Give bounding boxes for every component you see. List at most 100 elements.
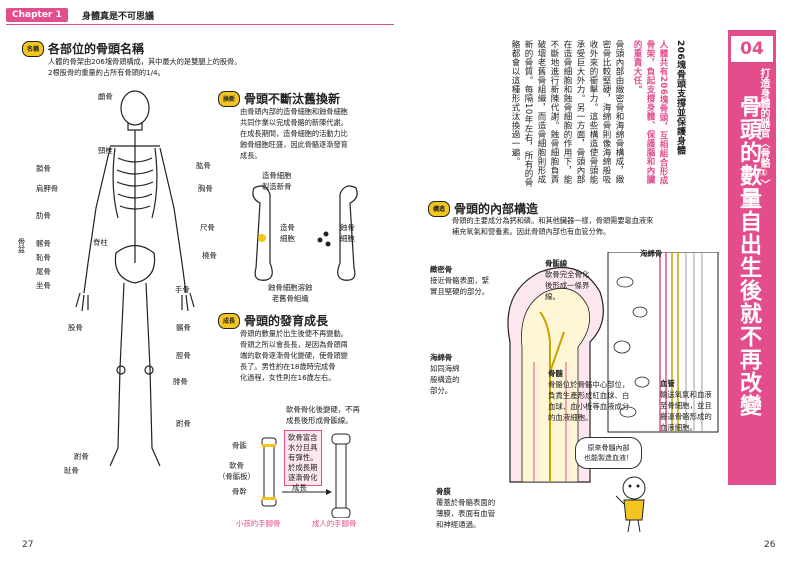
cartilage-line: 軟骨 [229,461,244,470]
bone-names-line: 2根股骨的重量約占所有骨頭的1/4。 [48,68,165,77]
renewal-line: 由骨頭內部的造骨細胞和蝕骨細胞 [240,107,348,116]
remodel-top-note: 造骨細胞 製造新骨 [262,170,292,192]
growth-note-line: 成長後形成骨骺線。 [286,416,353,425]
article-number: 04 [729,34,775,64]
mascot-character-icon [615,476,646,533]
bone-names-title: 各部位的骨頭名稱 [48,42,145,56]
growth-badge: 成長 [218,312,240,329]
osteoclast-line: 蝕骨 [340,223,355,232]
label-spine: 脊柱 [93,238,108,247]
title-sidebar [728,30,776,485]
structure-body: 骨頭的主要成分為鈣和磷。和其他臟器一樣，骨頭需要靠血液來 補充氧氣和營養素。因此… [452,215,722,237]
spongy-bone-label: 海綿骨 如同海綿 般構造的 部分。 [430,352,460,396]
callout-line: 軟骨富含 [288,433,318,442]
label-foot: 趾骨 [64,466,79,475]
callout-line: 於成長期 [288,463,318,472]
bone-names-line: 人體的骨架由206塊骨頭構成，其中最大的是雙腿上的股骨。 [48,57,242,66]
osteoblast-line: 細胞 [280,234,295,243]
label-fibula: 腓骨 [173,377,188,386]
remodel-bottom-line: 老舊骨組織 [271,294,309,303]
label-ulna: 尺骨 [200,223,215,232]
compact-bone-desc: 實且堅硬的部分。 [430,287,490,296]
label-humerus: 肱骨 [196,161,211,170]
label-tibia: 脛骨 [176,351,191,360]
compact-bone-desc: 接近骨骼表面，緊 [430,276,490,285]
periosteum-label: 骨膜 覆蓋於骨骼表面的 薄膜，表面有血管 和神經通過。 [436,486,495,530]
spongy-bone-name: 海綿骨 [430,353,453,362]
label-ilium: 髂骨 [36,239,51,248]
growth-line: 化過程，女性則在16歲左右。 [240,373,336,382]
label-cartilage: 軟骨 （骨骺板） [218,460,255,482]
renewal-badge: 換新 [218,90,240,107]
vessel-desc: 血液細胞。 [660,423,697,432]
cancellous-header: 海綿骨 [640,249,663,258]
label-clavicle: 鎖骨 [36,164,51,173]
article-title: 骨頭的數量自出生後就不再改變 [736,95,761,417]
label-skull: 顱骨 [98,92,113,101]
periosteum-name: 骨膜 [436,487,451,496]
renewal-line: 蝕骨細胞旺盛，因此骨骼逐漸發育 [240,140,348,149]
chapter-title: 身體真是不可思議 [82,12,155,22]
cartilage-line: （骨骺板） [218,472,255,481]
compact-bone-label: 緻密骨 接近骨骼表面，緊 實且堅硬的部分。 [430,264,489,297]
label-pubis: 恥骨 [36,253,51,262]
speech-line: 也能製造血液！ [584,454,633,462]
intro-body: 骨頭內部由緻密骨和海綿骨構成，緻密骨比較堅硬，海綿骨則像海綿般吸收外來的衝擊力。… [510,40,624,187]
section-bone-names-heading: 名稱 各部位的骨頭名稱 [22,40,144,57]
marrow-desc: 的血液細胞。 [548,413,593,422]
label-scapula: 肩胛骨 [36,184,59,193]
growth-bone-diagram [261,433,351,518]
column-heading: 206塊骨頭支撐並保護身體 [675,40,685,156]
speech-bubble: 原來骨髓內部 也能製造血液！ [575,437,642,469]
intro-highlight: 人體共有206塊骨頭，互相組合形成骨架，負起支撐身體、保護腦和內臟的重責大任。 [632,40,668,186]
callout-line: 逐漸骨化 [288,473,318,482]
caption-adult-bone: 成人的手腳骨 [312,519,357,528]
label-radius: 橈骨 [202,251,217,260]
growth-line: 端的軟骨逐漸骨化變硬，使骨頭變 [240,351,348,360]
section-growth-heading: 成長 骨頭的發育成長 [218,312,328,329]
bone-remodel-diagram [252,185,358,281]
epiphyseal-line-name: 骨骺線 [545,259,568,268]
article-subtitle: 打造身體的器官〈骨骼①〉 [758,68,769,189]
marrow-desc: 負責生產形成紅血球、白 [548,391,630,400]
spongy-bone-desc: 般構造的 [430,375,460,384]
bone-structure-diagram [507,252,719,483]
growth-body: 骨頭的數量於出生後便不再變動。 骨頭之所以會長長，是因為骨頭兩 端的軟骨逐漸骨化… [240,328,390,383]
compact-bone-name: 緻密骨 [430,265,453,274]
spongy-bone-desc: 部分。 [430,386,453,395]
label-shaft: 骨幹 [232,487,247,496]
growth-note-line: 軟骨骨化後變硬，不再 [286,405,360,414]
growth-title: 骨頭的發育成長 [244,314,329,328]
vessel-desc: 輸送氧氣和血液 [660,390,712,399]
label-hand: 手骨 [175,285,190,294]
label-sacrum: 尾骨 [36,267,51,276]
callout-line: 水分且具 [288,443,318,452]
periosteum-desc: 和神經通過。 [436,520,481,529]
label-sternum: 胸骨 [198,184,213,193]
epiphyseal-line-desc: 線。 [545,292,560,301]
marrow-desc: 骨骼位於骨骼中心部位， [548,380,630,389]
label-neck: 頸椎 [98,146,113,155]
periosteum-desc: 薄膜，表面有血管 [436,509,496,518]
structure-line: 補充氧氣和營養素。因此骨頭內部也有血管分佈。 [452,227,611,236]
remodel-bottom-note: 蝕骨細胞溶蝕 老舊骨組織 [268,282,312,304]
caption-child-bone: 小孩的手腳骨 [236,519,281,528]
renewal-title: 骨頭不斷汰舊換新 [244,92,341,106]
bone-names-body: 人體的骨架由206塊骨頭構成，其中最大的是雙腿上的股骨。 2根股骨的重量約占所有… [48,56,348,78]
periosteum-desc: 覆蓋於骨骼表面的 [436,498,496,507]
label-rib: 肋骨 [36,211,51,220]
osteoclast-label: 蝕骨 細胞 [340,222,355,244]
vessel-label: 血管 輸送氧氣和血液 至骨細胞，並且 搬運骨骼形成的 血液細胞。 [660,378,712,433]
growth-line: 骨頭之所以會長長，是因為骨頭兩 [240,340,348,349]
label-phalanx-upper: 跗骨 [74,452,89,461]
skeleton-illustration [75,90,195,467]
left-page-number: 27 [22,540,34,550]
remodel-top-line: 造骨細胞 [262,171,292,180]
osteoblast-line: 造骨 [280,223,295,232]
label-femur: 股骨 [68,323,83,332]
marrow-label: 骨髓 骨骼位於骨骼中心部位， 負責生產形成紅血球、白 血球、血小板等血液成分 的… [548,368,629,423]
structure-title: 骨頭的內部構造 [454,202,539,216]
label-pelvis: 骨盆 [17,238,26,253]
structure-badge: 構造 [428,200,450,217]
renewal-line: 在成長期間，造骨細胞的活動力比 [240,129,348,138]
